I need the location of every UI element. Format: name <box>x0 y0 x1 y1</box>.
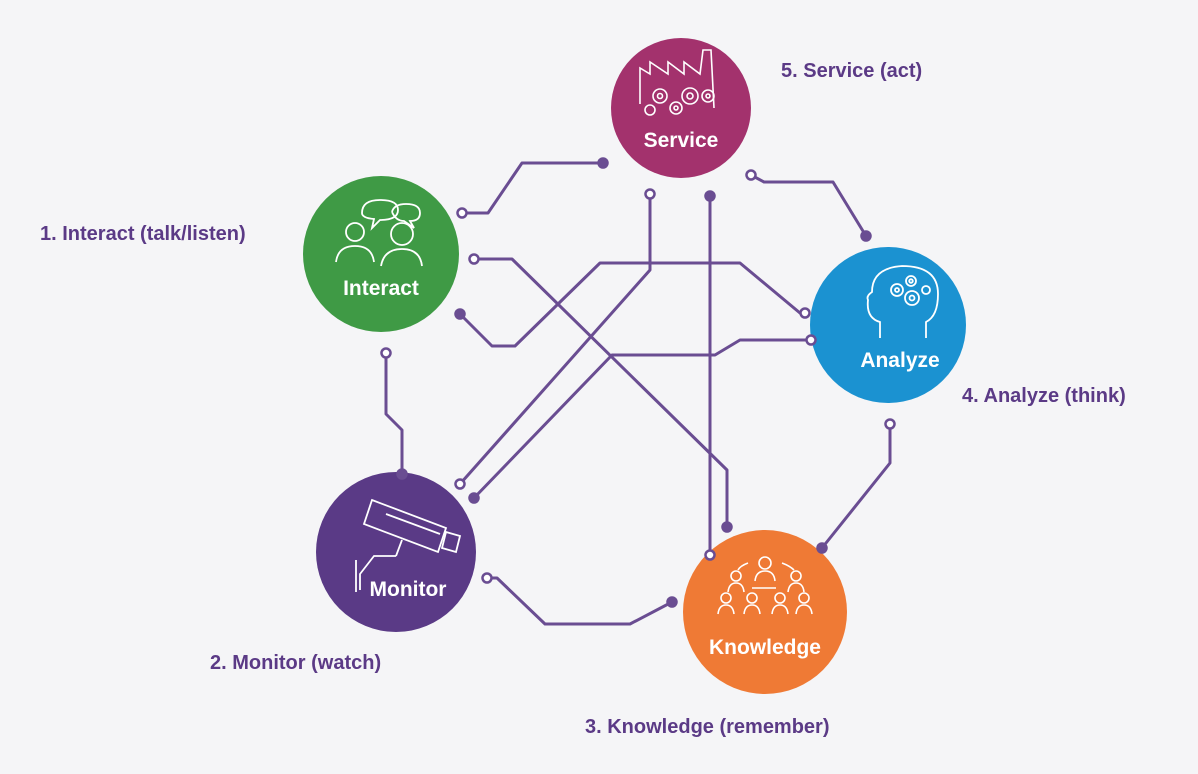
endpoint-filled <box>666 596 678 608</box>
endpoint-hollow <box>805 334 817 346</box>
network-people-icon <box>717 556 813 615</box>
endpoint-hollow <box>644 188 656 200</box>
knowledge-node-label: Knowledge <box>709 636 821 659</box>
service-node-label: Service <box>644 129 719 152</box>
endpoint-hollow <box>884 418 896 430</box>
factory-gears-icon <box>639 49 715 116</box>
service-circle <box>611 38 751 178</box>
service-node: Service <box>611 38 751 178</box>
connector-service-monitor <box>458 192 652 486</box>
connector-interact-analyze <box>458 261 802 348</box>
endpoint-filled <box>860 230 872 242</box>
knowledge-circle <box>683 530 847 694</box>
captions: 5. Service (act) 1. Interact (talk/liste… <box>40 60 1126 738</box>
connector-service-analyze <box>749 173 868 238</box>
knowledge-caption: 3. Knowledge (remember) <box>585 716 830 738</box>
endpoint-hollow <box>799 307 811 319</box>
connector-endpoints <box>380 157 896 608</box>
service-caption: 5. Service (act) <box>781 60 922 82</box>
connector-monitor-knowledge <box>485 576 674 626</box>
endpoint-filled <box>704 190 716 202</box>
endpoint-hollow <box>468 253 480 265</box>
connector-interact-monitor <box>384 351 404 476</box>
endpoint-filled <box>816 542 828 554</box>
analyze-node-label: Analyze <box>860 349 939 372</box>
endpoint-hollow <box>481 572 493 584</box>
endpoint-filled <box>468 492 480 504</box>
nodes: Service Interact Analyze <box>303 38 966 694</box>
connector-interact-service <box>460 161 605 215</box>
analyze-node: Analyze <box>810 247 966 403</box>
connector-interact-knowledge <box>472 257 729 529</box>
analyze-circle <box>810 247 966 403</box>
endpoint-hollow <box>456 207 468 219</box>
connector-analyze-monitor <box>472 338 813 500</box>
monitor-node-label: Monitor <box>370 578 447 601</box>
knowledge-node: Knowledge <box>683 530 847 694</box>
monitor-node: Monitor <box>316 472 476 632</box>
monitor-caption: 2. Monitor (watch) <box>210 652 381 674</box>
endpoint-filled <box>454 308 466 320</box>
endpoint-hollow <box>745 169 757 181</box>
analyze-caption: 4. Analyze (think) <box>962 385 1126 407</box>
connectors <box>384 161 892 626</box>
endpoint-hollow <box>380 347 392 359</box>
endpoint-hollow <box>454 478 466 490</box>
interact-caption: 1. Interact (talk/listen) <box>40 223 246 245</box>
camera-icon <box>355 498 462 592</box>
endpoint-filled <box>721 521 733 533</box>
monitor-circle <box>316 472 476 632</box>
interact-node-label: Interact <box>343 277 419 300</box>
endpoint-hollow <box>704 549 716 561</box>
endpoint-filled <box>597 157 609 169</box>
head-gears-icon <box>866 265 939 338</box>
interact-node: Interact <box>303 176 459 332</box>
endpoint-filled <box>396 468 408 480</box>
people-talking-icon <box>335 199 423 267</box>
connector-analyze-knowledge <box>820 422 892 550</box>
